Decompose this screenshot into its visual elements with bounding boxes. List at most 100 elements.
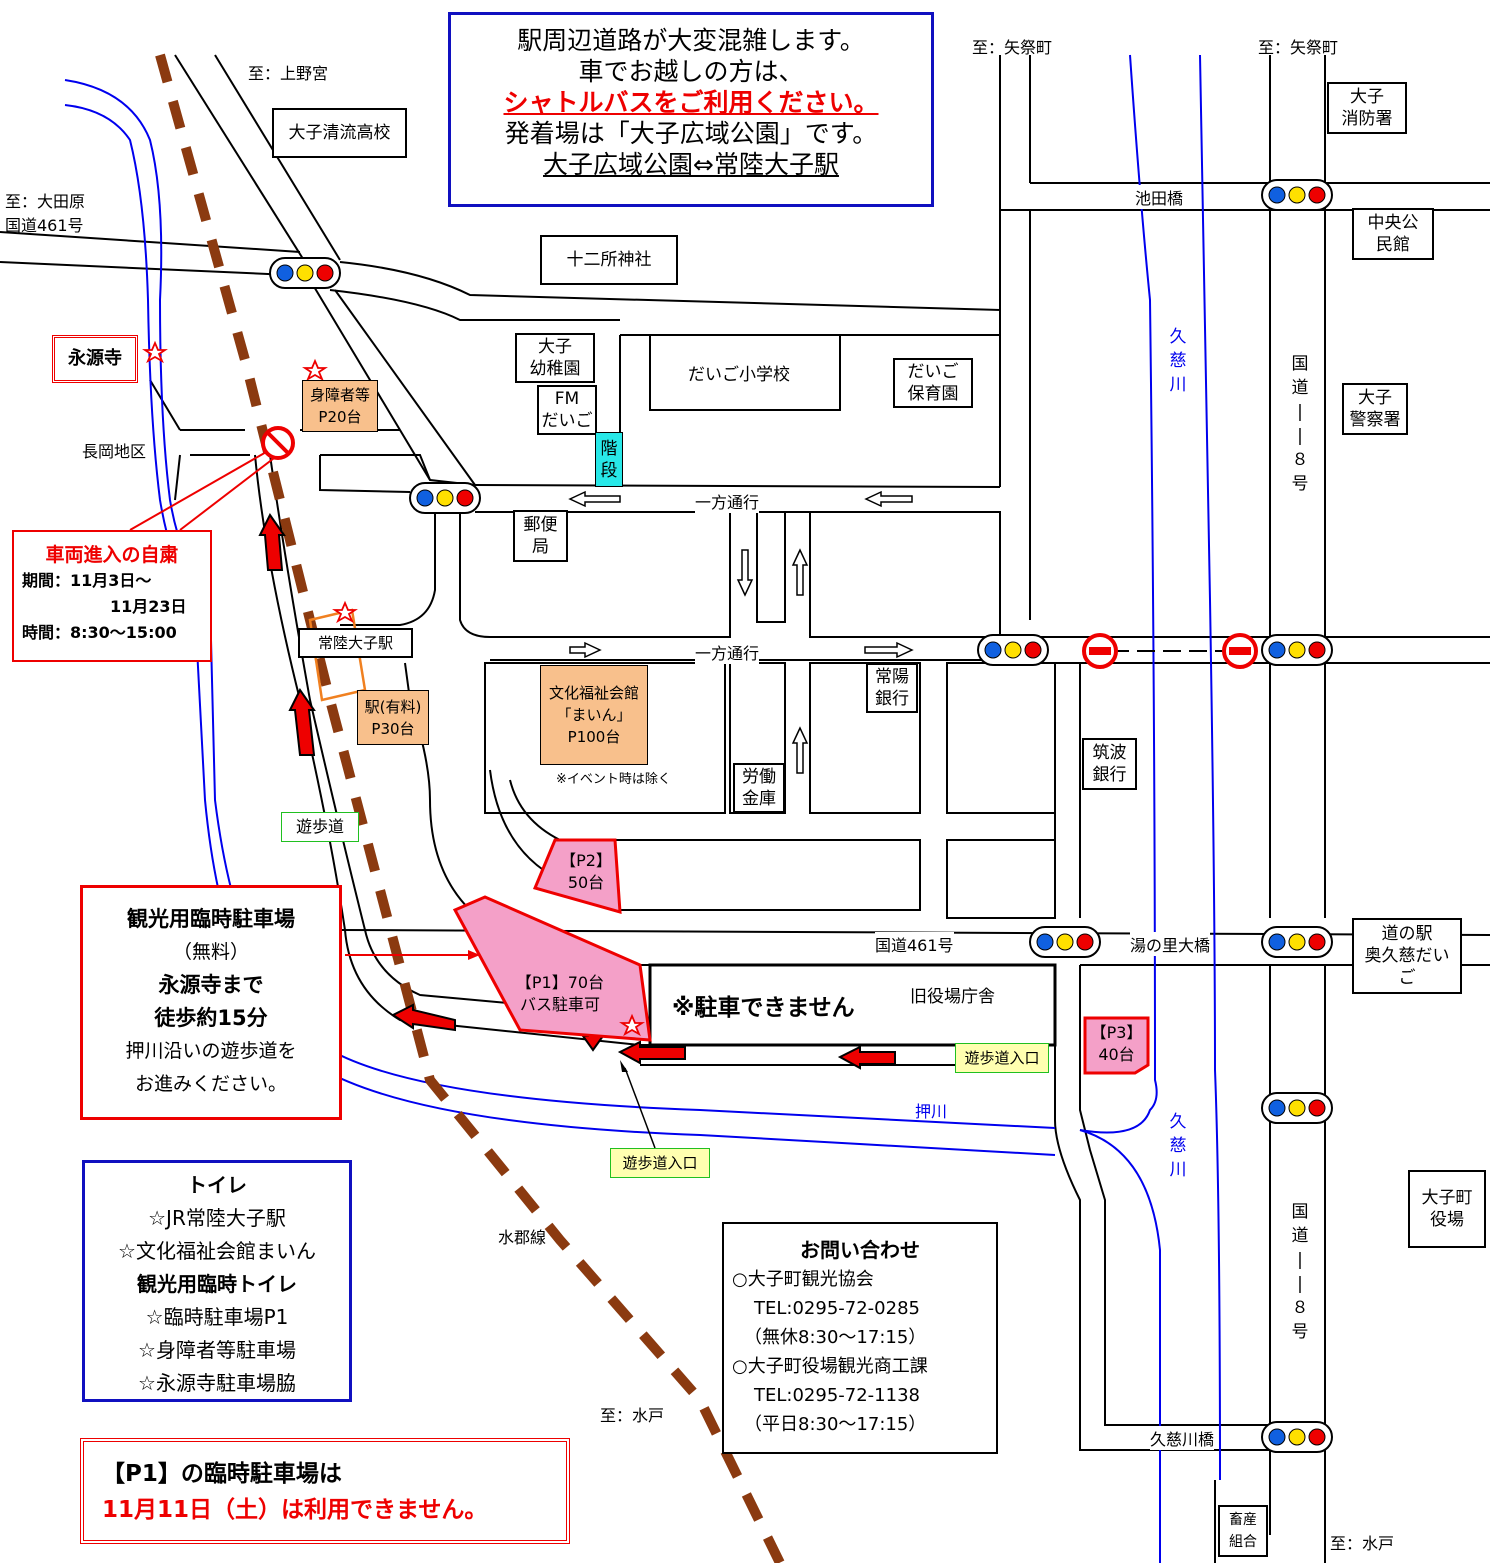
michinoeki-line2: 奥久慈だい (1364, 946, 1450, 966)
promenade-entrance-bottom: 遊歩道入口 (610, 1148, 710, 1178)
station-parking-line1: 駅(有料) (364, 697, 422, 716)
tourist-parking-line3: 永源寺まで (158, 973, 264, 997)
contact-org-2: ○大子町役場観光商工課 (732, 1356, 928, 1377)
p2-line1: 【P2】 (560, 851, 612, 870)
promenade-label: 遊歩道 (281, 812, 359, 842)
direction-mito-road: 至：水戸 (1330, 1534, 1395, 1553)
toilet-item-2: ☆文化福祉会館まいん (118, 1239, 316, 1263)
bunka-parking-line3: P100台 (567, 728, 621, 746)
route-461-west-label: 国道461号 (5, 216, 84, 235)
kuji-river-lower-char: 川 (1169, 1160, 1187, 1180)
contact-hours-1: （無休8:30～17:15） (744, 1327, 927, 1348)
fire-station-line1: 大子 (1350, 87, 1384, 107)
no-parking-label: ※駐車できません (672, 995, 855, 1021)
contact-hours-2: （平日8:30～17:15） (744, 1414, 927, 1435)
route-118-upper-char: 道 (1291, 378, 1309, 398)
toilet-item-4: ☆身障者等駐車場 (138, 1338, 296, 1362)
route-118-upper-label: 国 道 | | ８ 号 (1288, 352, 1312, 496)
livestock-line2: 組合 (1229, 1534, 1257, 1550)
bunka-event-note: ※イベント時は除く (556, 772, 671, 787)
nursery-line1: だいご (907, 362, 959, 382)
labor-line1: 労働 (742, 767, 776, 787)
old-town-office: 旧役場庁舎 (910, 987, 995, 1007)
restriction-title: 車両進入の自粛 (45, 544, 179, 566)
fm-line1: FM (554, 389, 580, 409)
michinoeki-line3: ご (1398, 968, 1416, 988)
promenade-entrance-right: 遊歩道入口 (955, 1043, 1049, 1073)
kuji-river-upper-char: 久 (1169, 327, 1187, 347)
police-line1: 大子 (1358, 388, 1392, 408)
police-station: 大子 警察署 (1342, 383, 1408, 435)
p2-line2: 50台 (567, 873, 605, 892)
bunka-parking-line1: 文化福祉会館 (548, 684, 639, 702)
tourist-parking-line1: 観光用臨時駐車場 (127, 907, 295, 931)
tourist-parking-line5: 押川沿いの遊歩道を (125, 1040, 297, 1062)
direction-yamatsuri-right: 至：矢祭町 (1258, 38, 1339, 57)
restriction-period-2: 11月23日 (110, 597, 187, 616)
bunka-parking: 文化福祉会館 「まいん」 P100台 (540, 665, 648, 765)
tourist-parking-box: 観光用臨時駐車場 （無料） 永源寺まで 徒歩約15分 押川沿いの遊歩道を お進み… (80, 885, 342, 1120)
stairs: 階 段 (595, 432, 623, 487)
police-line2: 警察署 (1349, 410, 1401, 430)
michinoeki: 道の駅 奥久慈だい ご (1352, 918, 1462, 994)
kuji-river-lower-char: 慈 (1169, 1136, 1187, 1156)
bunka-parking-line2: 「まいん」 (556, 706, 632, 724)
tourist-parking-line4: 徒歩約15分 (154, 1006, 268, 1030)
notice-line-4: 発着場は「大子広域公園」です。 (504, 119, 878, 148)
p3-line1: 【P3】 (1090, 1023, 1143, 1042)
fm-daigo: FM だいご (537, 385, 597, 435)
toilet-item-1: ☆JR常陸大子駅 (148, 1206, 286, 1230)
oneway-label-middle: 一方通行 (695, 640, 760, 664)
route-461-label: 国道461号 (875, 932, 954, 956)
community-hall-line1: 中央公 (1367, 213, 1419, 233)
p1-parking-label: 【P1】70台 バス駐車可 (500, 972, 620, 1016)
p3-parking-label: 【P3】 40台 (1085, 1022, 1148, 1066)
notice-line-2: 車でお越しの方は、 (578, 57, 804, 86)
route-118-lower-label: 国 道 | | ８ 号 (1288, 1200, 1312, 1344)
community-hall-line2: 民館 (1376, 235, 1410, 255)
seiryu-high-school: 大子清流高校 (272, 108, 407, 158)
kindergarten-line1: 大子 (538, 337, 572, 357)
nursery-line2: 保育園 (907, 384, 959, 404)
contact-box: お問い合わせ ○大子町観光協会 TEL:0295-72-0285 （無休8:30… (722, 1222, 998, 1454)
route-118-lower-char: 道 (1291, 1226, 1309, 1246)
kuji-river-lower-label: 久 慈 川 (1167, 1110, 1189, 1182)
kuji-river-upper-label: 久 慈 川 (1167, 325, 1189, 397)
town-office: 大子町 役場 (1408, 1170, 1486, 1248)
kuji-river-lower-char: 久 (1169, 1112, 1187, 1132)
nagaoka-district: 長岡地区 (82, 442, 147, 461)
tsukuba-line1: 筑波 (1092, 743, 1127, 763)
town-office-line2: 役場 (1430, 1210, 1464, 1230)
route-118-upper-char: 号 (1291, 474, 1309, 494)
contact-tel-1: TEL:0295-72-0285 (754, 1298, 920, 1319)
community-hall: 中央公 民館 (1352, 208, 1434, 260)
p1-line1: 【P1】70台 (515, 973, 605, 992)
kindergarten: 大子 幼稚園 (515, 333, 595, 383)
toilet-title: トイレ (187, 1173, 247, 1197)
toilet-item-5: ☆永源寺駐車場脇 (138, 1371, 296, 1395)
post-office: 郵便 局 (513, 510, 568, 562)
stairs-line1: 階 (600, 438, 618, 459)
kuji-river-upper-char: 慈 (1169, 351, 1187, 371)
toilet-subtitle: 観光用臨時トイレ (137, 1272, 297, 1296)
route-118-upper-char: | (1297, 402, 1303, 422)
route-118-upper-char: 国 (1291, 354, 1309, 374)
kindergarten-line2: 幼稚園 (529, 359, 581, 379)
tsukuba-bank: 筑波 銀行 (1082, 738, 1137, 790)
route-118-upper-char: | (1297, 426, 1303, 446)
stairs-line2: 段 (600, 460, 618, 481)
notice-line-5: 大子広域公園⇔常陸大子駅 (543, 150, 839, 179)
livestock-line1: 畜産 (1229, 1512, 1257, 1528)
vehicle-restriction-box: 車両進入の自粛 期間：11月3日～ 11月23日 時間：8:30～15:00 (12, 530, 212, 662)
oneway-label-upper: 一方通行 (695, 489, 760, 513)
post-line2: 局 (532, 537, 549, 557)
p1-notice-line1: 【P1】の臨時駐車場は (102, 1461, 342, 1487)
toilet-info-box: トイレ ☆JR常陸大子駅 ☆文化福祉会館まいん 観光用臨時トイレ ☆臨時駐車場P… (82, 1160, 352, 1402)
juni-shrine: 十二所神社 (540, 235, 678, 285)
labor-bank: 労働 金庫 (733, 763, 785, 813)
direction-yamatsuri-left: 至：矢祭町 (972, 38, 1053, 57)
joyo-bank: 常陽 銀行 (866, 663, 918, 713)
route-118-lower-char: ８ (1291, 1298, 1309, 1318)
disabled-parking: 身障者等 P20台 (302, 380, 378, 432)
